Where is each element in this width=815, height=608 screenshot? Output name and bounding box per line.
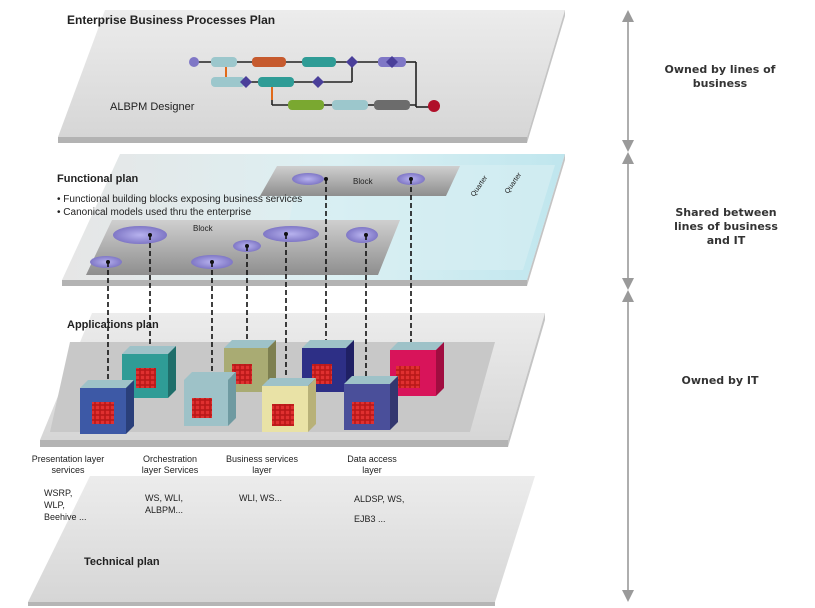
process-gateway — [240, 76, 252, 88]
tech-item: EJB3 ... — [354, 514, 386, 524]
process-task — [211, 77, 245, 87]
layer-name: Business services — [226, 454, 299, 464]
technology-labels: WSRP, WLP, Beehive ... WS, WLI, ALBPM...… — [44, 488, 404, 524]
service-cubes — [80, 340, 444, 434]
service-ellipse — [346, 227, 378, 243]
layer-name: layer — [252, 465, 272, 475]
service-ellipses — [90, 173, 425, 269]
process-task — [374, 100, 410, 110]
layer-name: Data access — [347, 454, 397, 464]
tech-item: ALBPM... — [145, 505, 183, 515]
ownership-line: Shared between — [675, 206, 776, 219]
service-cube — [390, 342, 444, 396]
applications-plan-title: Applications plan — [67, 319, 159, 331]
service-ellipse — [292, 173, 324, 185]
process-flow-diagram — [189, 56, 440, 112]
ownership-line: lines of business — [674, 220, 778, 233]
service-cube — [80, 380, 134, 434]
process-end-node — [428, 100, 440, 112]
service-cube — [262, 378, 316, 432]
block-label-lower: Block — [193, 224, 214, 233]
tech-item: WLP, — [44, 500, 65, 510]
block-label-upper: Block — [353, 177, 374, 186]
technical-plane — [28, 476, 535, 606]
layer-name: layer — [362, 465, 382, 475]
service-cube — [122, 346, 176, 398]
process-task — [252, 57, 286, 67]
process-gateway — [312, 76, 324, 88]
functional-bullet-2: • Canonical models used thru the enterpr… — [57, 207, 252, 218]
process-gateway — [386, 56, 398, 68]
dashed-connectors — [107, 179, 412, 380]
functional-plan-title: Functional plan — [57, 173, 139, 185]
process-start-node — [189, 57, 199, 67]
service-cube — [344, 376, 398, 430]
enterprise-plan-title: Enterprise Business Processes Plan — [67, 13, 275, 27]
tech-item: WLI, WS... — [239, 493, 282, 503]
layer-name: services — [51, 465, 85, 475]
ownership-arrows — [622, 10, 634, 602]
functional-bullet-1: • Functional building blocks exposing bu… — [57, 194, 302, 205]
ownership-line: business — [693, 77, 748, 90]
tech-item: WS, WLI, — [145, 493, 183, 503]
process-task — [302, 57, 336, 67]
service-ellipse — [263, 226, 319, 242]
tech-item: ALDSP, WS, — [354, 494, 404, 504]
technical-plan-title: Technical plan — [84, 556, 160, 568]
layer-name: Presentation layer — [32, 454, 105, 464]
service-ellipse — [113, 226, 167, 244]
ownership-line: Owned by IT — [682, 374, 759, 387]
process-gateway — [346, 56, 358, 68]
process-task — [332, 100, 368, 110]
process-task — [258, 77, 294, 87]
layer-name: layer Services — [142, 465, 199, 475]
tech-item: Beehive ... — [44, 512, 87, 522]
process-task — [288, 100, 324, 110]
layer-name: Orchestration — [143, 454, 197, 464]
ownership-labels: Owned by lines of business Shared betwee… — [665, 63, 779, 387]
tech-item: WSRP, — [44, 488, 72, 498]
ownership-line: and IT — [707, 234, 746, 247]
service-cube — [184, 372, 236, 426]
process-task — [211, 57, 237, 67]
layer-labels: Presentation layer services Orchestratio… — [32, 454, 398, 475]
enterprise-plane — [58, 10, 565, 143]
albpm-designer-label: ALBPM Designer — [110, 101, 195, 113]
ownership-line: Owned by lines of — [665, 63, 776, 76]
